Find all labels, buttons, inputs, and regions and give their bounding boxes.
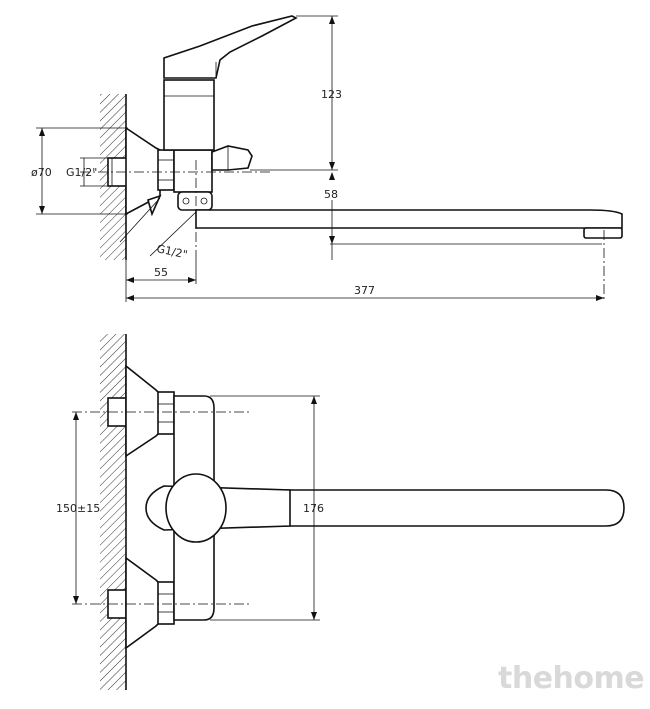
dim-thread-inlet: G1/2" xyxy=(66,166,97,179)
dim-thread-outlet: G1/2" xyxy=(155,242,188,261)
dim-height-body: 176 xyxy=(303,502,324,515)
dim-height-spout: 58 xyxy=(324,188,338,201)
handle-knob-plan xyxy=(165,473,227,543)
plan-view: 150±15 176 xyxy=(56,334,625,690)
wall-section-bottom xyxy=(100,334,126,690)
dim-height-handle: 123 xyxy=(321,88,342,101)
spout-swivel xyxy=(177,191,213,211)
dim-diameter-flange: ø70 xyxy=(31,166,52,179)
spout-plan xyxy=(199,489,625,527)
side-view: 123 58 ø70 G1/2" G1/2" 55 377 xyxy=(31,15,623,302)
dim-length-spout: 377 xyxy=(354,284,375,297)
aerator xyxy=(583,227,623,239)
flange-upper xyxy=(125,364,161,458)
nut-lower xyxy=(157,581,175,625)
diverter-knob xyxy=(211,145,253,171)
watermark-logo: thehome xyxy=(498,661,644,696)
lever-handle xyxy=(163,15,298,79)
spout-pipe xyxy=(195,209,623,229)
dim-depth-body: 55 xyxy=(154,266,168,279)
flange-lower xyxy=(125,556,161,650)
nut-upper xyxy=(157,391,175,435)
mixer-body xyxy=(173,149,213,193)
eccentric-nut xyxy=(157,149,175,191)
dim-axis-spacing: 150±15 xyxy=(56,502,100,515)
cartridge-column xyxy=(163,79,215,151)
